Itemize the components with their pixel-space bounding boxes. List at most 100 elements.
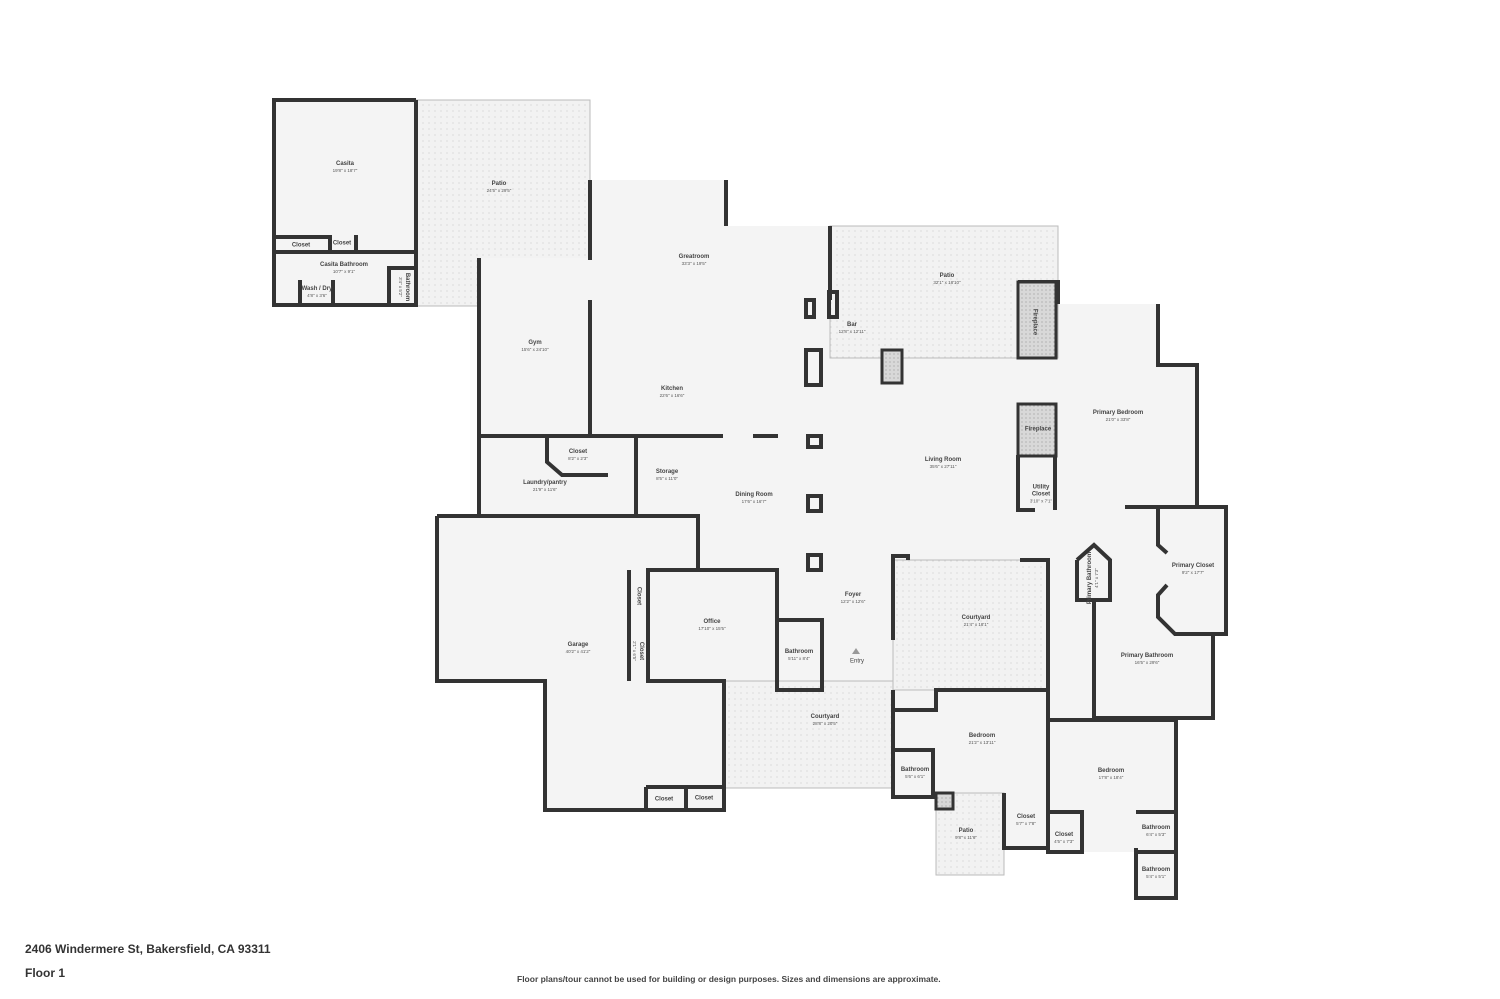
room-dimensions: 35'6" x 27'11" (929, 463, 957, 469)
room-name: Patio (491, 180, 507, 187)
room-dimensions: 15'6" x 24'10" (521, 346, 549, 352)
room-dimensions: 40'2" x 41'2" (565, 648, 591, 654)
room-name: Casita Bathroom (319, 261, 369, 268)
room-dimensions: 32'1" x 18'10" (933, 279, 961, 285)
room-name: Laundry/pantry (523, 479, 567, 486)
room-label-fireplace: Fireplace (1031, 308, 1038, 336)
room-dimensions: 22'6" x 16'6" (659, 392, 685, 398)
room-name: Kitchen (660, 385, 683, 392)
room-name: Bathroom (1141, 866, 1171, 873)
room-dimensions: 24'5" x 29'5" (486, 187, 512, 193)
room-label-fireplace: Fireplace (1025, 427, 1051, 434)
room-dimensions: 5'4" x 5'1" (1146, 873, 1166, 879)
room-dimensions: 6'4" x 5'3" (1146, 831, 1166, 837)
room-dimensions: 5'6" x 6'1" (905, 773, 925, 779)
room-name: Closet (1016, 813, 1036, 820)
room-name: Courtyard (810, 713, 840, 720)
room-name: Utility Closet (1031, 484, 1051, 498)
room-name: Casita (335, 160, 354, 167)
room-label-entry: Entry (850, 659, 864, 666)
room-dimensions: 9'2" x 17'7" (1181, 569, 1205, 575)
room-name: Fireplace (1024, 426, 1052, 433)
room-name: Greatroom (678, 253, 710, 260)
room-label-closet: Closet (635, 586, 642, 606)
room-dimensions: 8'2" x 2'3" (568, 455, 588, 461)
room-dimensions: 12'8" x 12'11" (838, 328, 866, 334)
room-dimensions: 2'1" x 6'5" (632, 641, 638, 661)
room-name: Closet (638, 641, 645, 661)
room-name: Bedroom (1097, 767, 1125, 774)
room-dimensions: 16'5" x 29'6" (1134, 659, 1160, 665)
room-name: Bathroom (1141, 824, 1171, 831)
room-dimensions: 33'3" x 19'5" (681, 260, 707, 266)
room-dimensions: 4'5" x 7'3" (1054, 838, 1074, 844)
room-name: Primary Bedroom (1092, 409, 1144, 416)
room-name: Garage (567, 641, 589, 648)
room-name: Fireplace (1031, 308, 1038, 336)
room-name: Foyer (844, 591, 862, 598)
floor-label: Floor 1 (25, 966, 66, 980)
room-name: Bathroom (404, 272, 411, 302)
room-name: Closet (635, 586, 642, 606)
room-name: Closet (654, 796, 674, 803)
room-name: Bathroom (784, 648, 814, 655)
room-dimensions: 21'9" x 11'6" (532, 486, 558, 492)
room-label-closet: Closet (655, 797, 673, 804)
room-name: Closet (694, 795, 714, 802)
room-name: Closet (332, 240, 352, 247)
room-name: Closet (291, 242, 311, 249)
disclaimer-text: Floor plans/tour cannot be used for buil… (517, 974, 941, 984)
room-dimensions: 4'1" x 7'3" (1093, 568, 1099, 588)
room-dimensions: 17'10" x 15'5" (698, 625, 726, 631)
room-name: Courtyard (961, 614, 991, 621)
room-name: Bedroom (968, 732, 996, 739)
walls (272, 98, 1228, 900)
room-name: Primary Bathroom (1120, 652, 1174, 659)
room-dimensions: 21'2" x 13'11" (968, 739, 996, 745)
room-dimensions: 19'8" x 18'7" (332, 167, 358, 173)
room-dimensions: 28'8" x 20'5" (812, 720, 838, 726)
room-name: Patio (958, 827, 974, 834)
room-dimensions: 3'10" x 7'1" (1029, 498, 1053, 504)
room-dimensions: 21'4" x 18'1" (963, 621, 989, 627)
room-name: Primary Closet (1171, 562, 1215, 569)
room-dimensions: 17'6" x 16'7" (741, 498, 767, 504)
room-name: Closet (1054, 831, 1074, 838)
room-name: Bathroom (900, 766, 930, 773)
room-dimensions: 21'0" x 33'8" (1105, 416, 1131, 422)
room-name: Gym (528, 339, 542, 346)
room-name: Office (703, 618, 721, 625)
room-name: Dining Room (735, 491, 773, 498)
room-dimensions: 17'8" x 18'4" (1098, 774, 1124, 780)
room-name: Storage (655, 468, 679, 475)
